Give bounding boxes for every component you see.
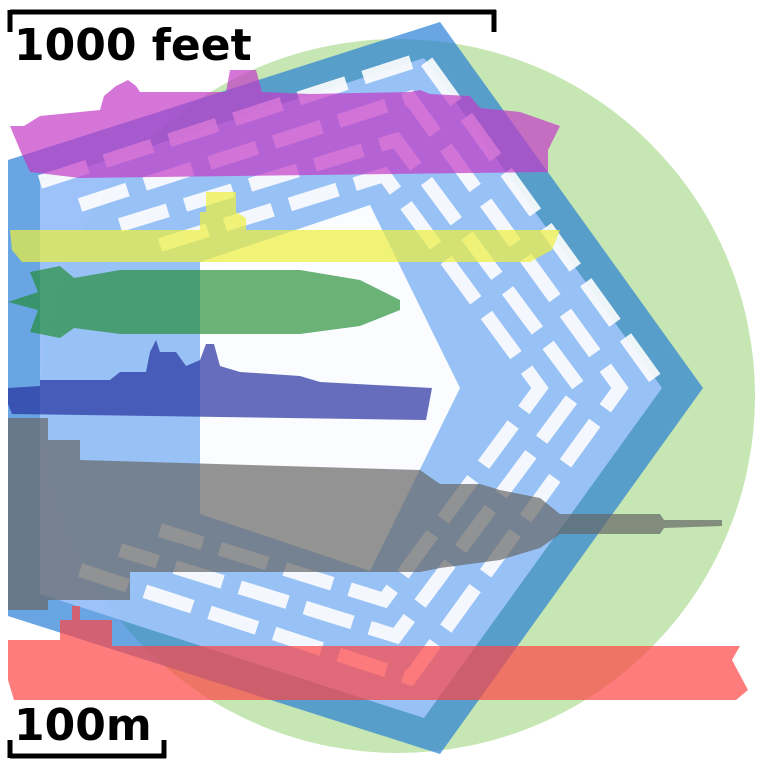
scale-bar-meters [7,740,167,759]
skyscraper-silhouette [8,418,722,610]
airship-silhouette [8,266,400,338]
scale-label-feet: 1000 feet [14,20,252,71]
scale-bar-feet [7,9,497,32]
ocean-liner-silhouette [10,70,560,178]
tanker-silhouette [8,606,748,700]
scale-label-meters: 100m [14,700,152,751]
carrier-silhouette [10,192,560,262]
battleship-silhouette [8,340,432,420]
